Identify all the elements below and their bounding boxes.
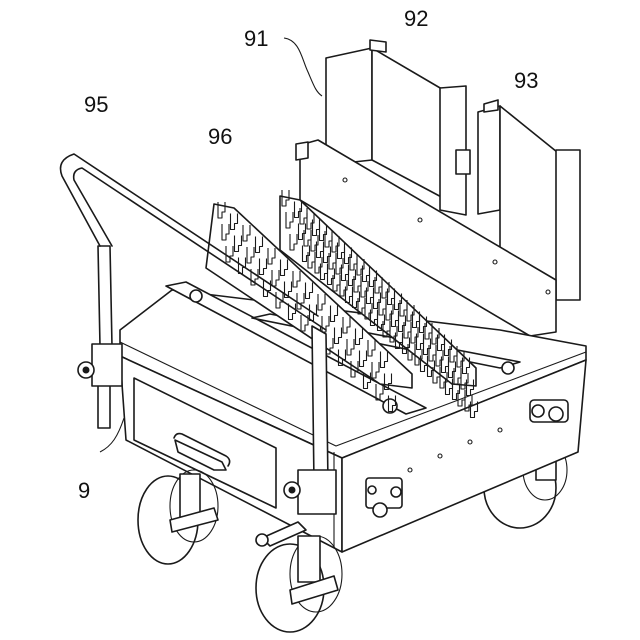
label-93: 93 — [514, 68, 538, 93]
front-left-wheel — [138, 470, 218, 564]
label-91: 91 — [244, 26, 268, 51]
label-92: 92 — [404, 6, 428, 31]
label-9: 9 — [78, 478, 90, 503]
label-96: 96 — [208, 124, 232, 149]
front-right-wheel — [256, 536, 342, 632]
label-95: 95 — [84, 92, 108, 117]
